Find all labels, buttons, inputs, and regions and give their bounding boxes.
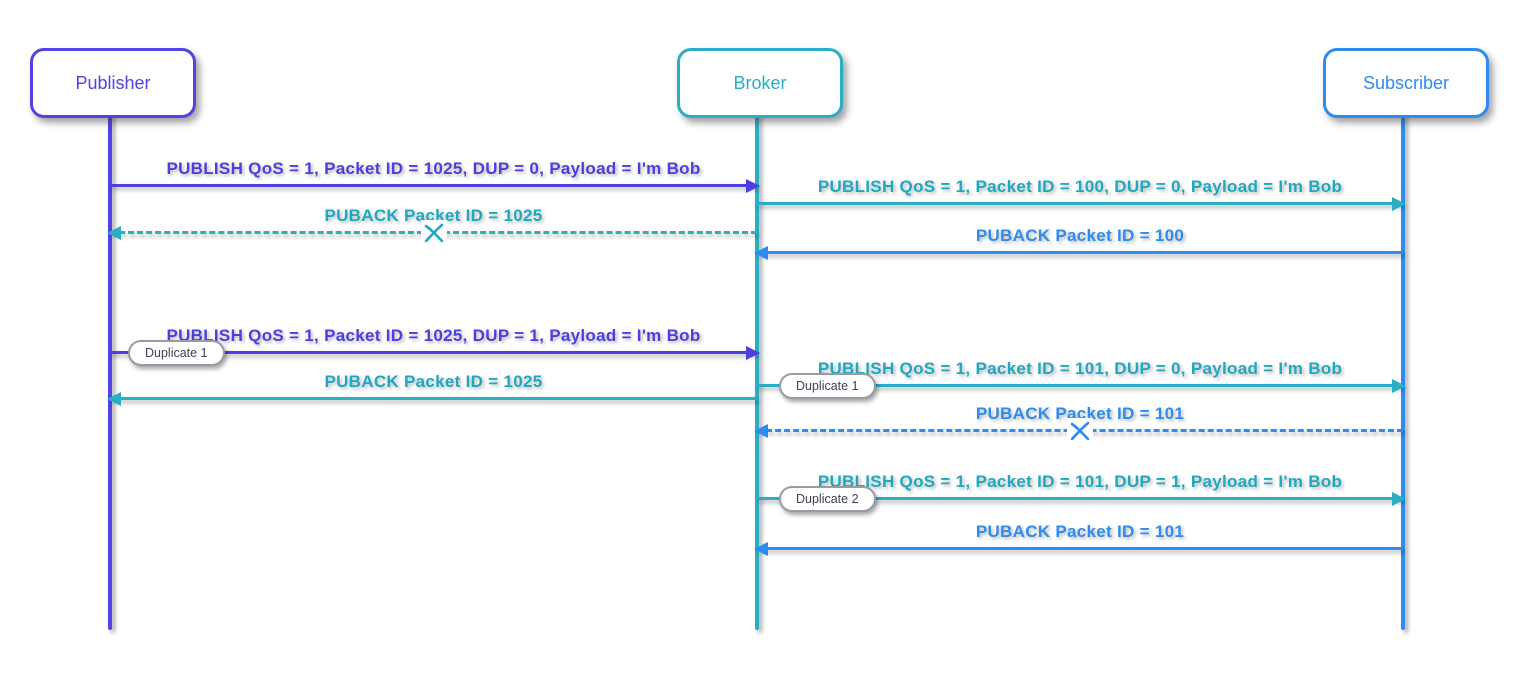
message-label: PUBACK Packet ID = 1025 bbox=[324, 206, 543, 225]
arrowhead-right-icon bbox=[1392, 492, 1406, 506]
message-publish-1025-dup0: PUBLISH QoS = 1, Packet ID = 1025, DUP =… bbox=[110, 159, 760, 193]
arrowhead-right-icon bbox=[1392, 197, 1406, 211]
message-line bbox=[757, 497, 1403, 500]
message-publish-101-dup0: PUBLISH QoS = 1, Packet ID = 101, DUP = … bbox=[757, 359, 1406, 399]
message-puback-1025: PUBACK Packet ID = 1025 bbox=[107, 372, 757, 406]
lifeline-subscriber bbox=[1401, 110, 1405, 630]
message-puback-101-lost: PUBACK Packet ID = 101 bbox=[754, 404, 1403, 444]
message-label: PUBLISH QoS = 1, Packet ID = 1025, DUP =… bbox=[166, 159, 701, 178]
duplicate-badge: Duplicate 2 bbox=[779, 486, 876, 512]
lifeline-publisher bbox=[108, 110, 112, 630]
message-label: PUBLISH QoS = 1, Packet ID = 100, DUP = … bbox=[817, 177, 1343, 196]
arrowhead-right-icon bbox=[1392, 379, 1406, 393]
message-line bbox=[757, 384, 1403, 387]
message-label: PUBACK Packet ID = 101 bbox=[975, 404, 1185, 423]
message-publish-101-dup1: PUBLISH QoS = 1, Packet ID = 101, DUP = … bbox=[757, 472, 1406, 512]
message-publish-1025-dup1: PUBLISH QoS = 1, Packet ID = 1025, DUP =… bbox=[110, 326, 760, 366]
arrowhead-left-icon bbox=[107, 226, 121, 240]
actor-publisher-label: Publisher bbox=[75, 72, 151, 93]
message-label: PUBACK Packet ID = 100 bbox=[975, 226, 1185, 245]
message-lost-x-icon bbox=[420, 220, 447, 246]
actor-subscriber: Subscriber bbox=[1323, 48, 1489, 118]
arrowhead-left-icon bbox=[754, 542, 768, 556]
message-publish-100-dup0: PUBLISH QoS = 1, Packet ID = 100, DUP = … bbox=[757, 177, 1406, 211]
message-lost-x-icon bbox=[1067, 418, 1093, 444]
message-label: PUBLISH QoS = 1, Packet ID = 1025, DUP =… bbox=[166, 326, 701, 345]
message-label: PUBLISH QoS = 1, Packet ID = 101, DUP = … bbox=[817, 472, 1343, 491]
message-puback-100: PUBACK Packet ID = 100 bbox=[754, 226, 1403, 260]
message-label: PUBACK Packet ID = 1025 bbox=[324, 372, 543, 391]
message-puback-1025-lost: PUBACK Packet ID = 1025 bbox=[107, 206, 757, 246]
message-line bbox=[757, 547, 1403, 550]
lifeline-broker bbox=[755, 110, 759, 630]
message-line bbox=[757, 251, 1403, 254]
actor-publisher: Publisher bbox=[30, 48, 196, 118]
duplicate-badge: Duplicate 1 bbox=[779, 373, 876, 399]
arrowhead-left-icon bbox=[754, 424, 768, 438]
message-puback-101: PUBACK Packet ID = 101 bbox=[754, 522, 1403, 556]
actor-broker: Broker bbox=[677, 48, 843, 118]
duplicate-badge: Duplicate 1 bbox=[128, 340, 225, 366]
message-line bbox=[110, 184, 757, 187]
arrowhead-left-icon bbox=[107, 392, 121, 406]
message-line bbox=[110, 351, 757, 354]
arrowhead-right-icon bbox=[746, 179, 760, 193]
arrowhead-left-icon bbox=[754, 246, 768, 260]
message-label: PUBACK Packet ID = 101 bbox=[975, 522, 1185, 541]
actor-subscriber-label: Subscriber bbox=[1362, 72, 1450, 93]
arrowhead-right-icon bbox=[746, 346, 760, 360]
message-line bbox=[757, 202, 1403, 205]
message-label: PUBLISH QoS = 1, Packet ID = 101, DUP = … bbox=[817, 359, 1343, 378]
message-line bbox=[110, 397, 757, 400]
actor-broker-label: Broker bbox=[733, 72, 787, 93]
